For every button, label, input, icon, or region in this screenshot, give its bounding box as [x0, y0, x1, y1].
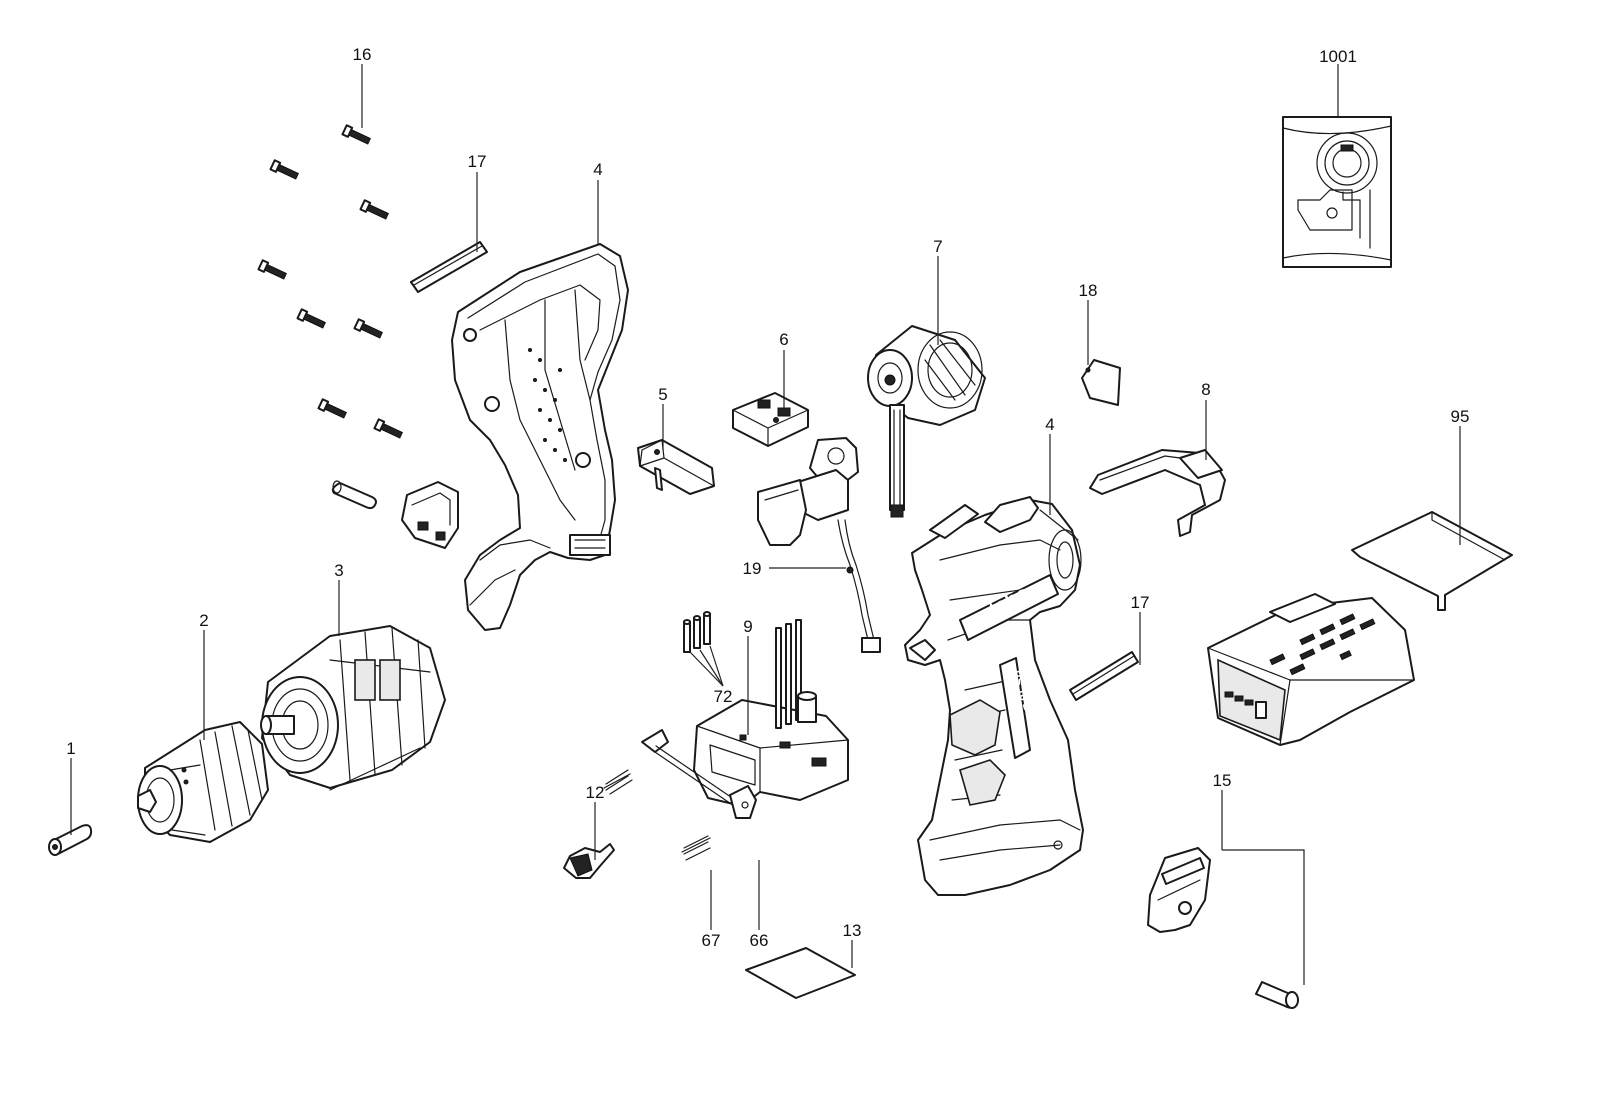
part-19-switch [757, 437, 881, 653]
part-67-spring [681, 835, 711, 861]
part-4-housing-left [451, 243, 629, 631]
part-3-gearbox [260, 625, 446, 791]
callout-16: 16 [353, 45, 372, 64]
part-16-screws [257, 124, 403, 439]
part-6-switch-cover [732, 392, 809, 447]
part-15-belt-hook [1147, 847, 1211, 933]
callout-2: 2 [199, 611, 208, 630]
part-7-motor [867, 325, 986, 518]
part-18-pad [1081, 359, 1121, 406]
part-4-housing-right: metabo BS 18 L BL [904, 496, 1084, 896]
callout-8: 8 [1201, 380, 1210, 399]
callout-67: 67 [702, 931, 721, 950]
part-17-strip-left [410, 241, 488, 293]
callout-95: 95 [1451, 407, 1470, 426]
callout-1: 1 [66, 739, 75, 758]
callout-labels: 16 17 4 1001 18 7 6 5 4 8 95 17 19 3 2 1… [66, 45, 1469, 950]
callout-19: 19 [743, 559, 762, 578]
part-9-electronics [693, 619, 849, 807]
callout-15: 15 [1213, 771, 1232, 790]
callout-9: 9 [743, 617, 752, 636]
callout-66: 66 [750, 931, 769, 950]
callout-17-left: 17 [468, 152, 487, 171]
part-72-pins [683, 611, 711, 653]
part-13-label [745, 947, 856, 999]
callout-18: 18 [1079, 281, 1098, 300]
callout-6: 6 [779, 330, 788, 349]
part-12-latch [563, 769, 633, 879]
part-2-chuck [137, 721, 269, 843]
part-15-screw [1255, 981, 1299, 1009]
part-1-screw [48, 824, 93, 856]
callout-7: 7 [933, 237, 942, 256]
callout-17-right: 17 [1131, 593, 1150, 612]
callout-4-left: 4 [593, 160, 602, 179]
callout-3: 3 [334, 561, 343, 580]
part-1001-label-inset [1282, 116, 1392, 268]
part-66-lever [641, 729, 757, 819]
callout-72: 72 [714, 687, 733, 706]
leader-lines [70, 64, 1461, 985]
callout-13: 13 [843, 921, 862, 940]
bracket-part [401, 481, 459, 549]
part-8-guide [1089, 449, 1226, 537]
part-95-cover [1351, 511, 1513, 611]
battery-pack [1207, 593, 1415, 746]
callout-5: 5 [658, 385, 667, 404]
callout-4-right: 4 [1045, 415, 1054, 434]
part-5-slider [637, 439, 715, 495]
callout-1001: 1001 [1319, 47, 1357, 66]
part-17-strip-right [1069, 651, 1139, 701]
pin-part [331, 480, 377, 510]
callout-12: 12 [586, 783, 605, 802]
